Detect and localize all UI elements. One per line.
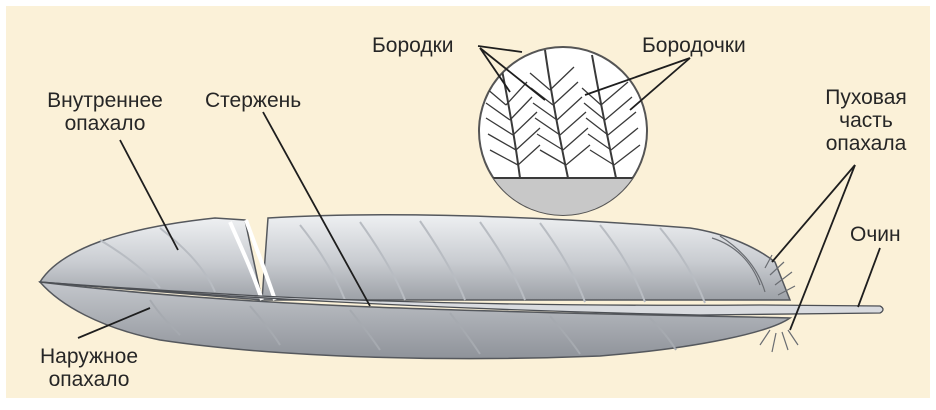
label-downy-part-line2: часть	[806, 109, 926, 132]
label-inner-vane-line1: Внутреннее	[20, 89, 190, 112]
label-rachis: Стержень	[205, 89, 301, 112]
label-outer-vane-line1: Наружное	[14, 345, 164, 368]
label-downy-part-line3: опахала	[806, 132, 926, 155]
label-downy-part: Пуховая часть опахала	[806, 86, 926, 155]
label-outer-vane: Наружное опахало	[14, 345, 164, 391]
label-outer-vane-line2: опахало	[14, 368, 164, 391]
label-barbs: Бородки	[372, 34, 454, 57]
label-downy-part-line1: Пуховая	[806, 86, 926, 109]
label-inner-vane-line2: опахало	[20, 112, 190, 135]
label-barbules: Бородочки	[642, 34, 746, 57]
label-calamus: Очин	[850, 223, 901, 246]
label-inner-vane: Внутреннее опахало	[20, 89, 190, 135]
